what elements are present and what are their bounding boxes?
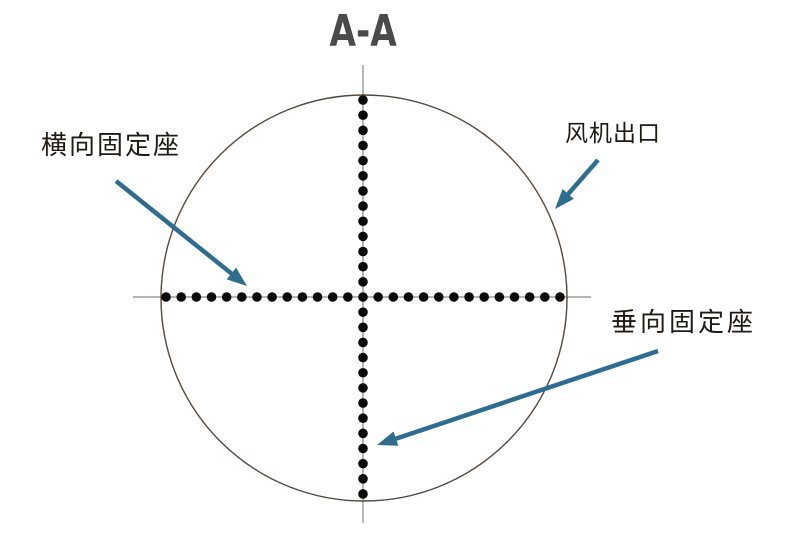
vertical-mount-dot (358, 231, 368, 242)
horizontal-mount-dot (433, 292, 444, 302)
vertical-mount-dot (358, 428, 368, 439)
vertical-mount-label: 垂向固定座 (611, 308, 757, 338)
vertical-mount-dot (358, 383, 368, 393)
horizontal-mount-arrow-head (226, 267, 247, 286)
section-title: A-A (0, 6, 726, 57)
vertical-mount-dot (358, 307, 368, 317)
vertical-mount-dot (358, 110, 368, 120)
vertical-mount-dot (358, 171, 368, 181)
fan-outlet-circle (160, 94, 568, 502)
vertical-mount-dot (358, 474, 368, 484)
vertical-mount-dot (358, 398, 368, 408)
vertical-mount-dot (358, 216, 368, 227)
vertical-mount-dot (358, 277, 368, 287)
vertical-mount-dot (358, 155, 368, 166)
horizontal-mount-dot (161, 292, 171, 302)
vertical-mount-dot (358, 140, 368, 151)
vertical-mount-dot (358, 125, 368, 136)
horizontal-mount-dot (267, 292, 277, 302)
vertical-mount-dot (358, 95, 368, 105)
vertical-mount-dot (358, 489, 368, 499)
horizontal-mount-dot (555, 292, 565, 302)
vertical-mount-dot (358, 443, 368, 454)
horizontal-mount-dot (509, 292, 520, 302)
vertical-mount-arrow-shaft (392, 348, 659, 442)
vertical-mount-dot (358, 413, 368, 424)
horizontal-mount-dot (206, 292, 217, 302)
horizontal-mount-dot (418, 292, 429, 302)
horizontal-mount-dot (221, 292, 232, 302)
horizontal-mount-dot (358, 292, 368, 302)
vertical-mount-dot (358, 261, 368, 272)
horizontal-mount-dot (312, 292, 323, 302)
horizontal-mount-dot (191, 292, 202, 302)
vertical-mount-dot (358, 337, 368, 348)
horizontal-mount-dot (373, 292, 383, 302)
horizontal-mount-dot (327, 292, 338, 302)
section-title-text: A-A (329, 6, 397, 57)
horizontal-mount-dot (479, 292, 490, 302)
horizontal-mount-dot (176, 292, 186, 302)
fan-outlet-label: 风机出口 (565, 121, 661, 147)
horizontal-mount-dot (282, 292, 293, 302)
fan-outlet-arrow-head (555, 189, 574, 209)
horizontal-mount-dot (388, 292, 399, 302)
horizontal-mount-dot (252, 292, 262, 302)
vertical-mount-arrow-head (377, 431, 399, 446)
vertical-mount-dot (358, 367, 368, 378)
vertical-mount-dot (358, 246, 368, 257)
horizontal-mount-dot (237, 292, 247, 302)
horizontal-mount-label: 横向固定座 (41, 131, 182, 161)
vertical-mount-dot (358, 352, 368, 363)
horizontal-mount-dot (297, 292, 308, 302)
horizontal-mount-dot (449, 292, 459, 302)
vertical-mount-dot (358, 458, 368, 469)
horizontal-mount-dot (403, 292, 414, 302)
horizontal-mount-dot (540, 292, 550, 302)
horizontal-mount-dot (524, 292, 535, 302)
horizontal-mount-dot (494, 292, 505, 302)
vertical-mount-dot (358, 201, 368, 211)
fan-outlet-arrow-shaft (564, 158, 600, 198)
horizontal-mount-arrow-shaft (114, 179, 236, 278)
horizontal-mount-dot (464, 292, 474, 302)
vertical-mount-dot (358, 322, 368, 333)
horizontal-mount-dot (343, 292, 353, 302)
vertical-mount-dot (358, 186, 368, 196)
